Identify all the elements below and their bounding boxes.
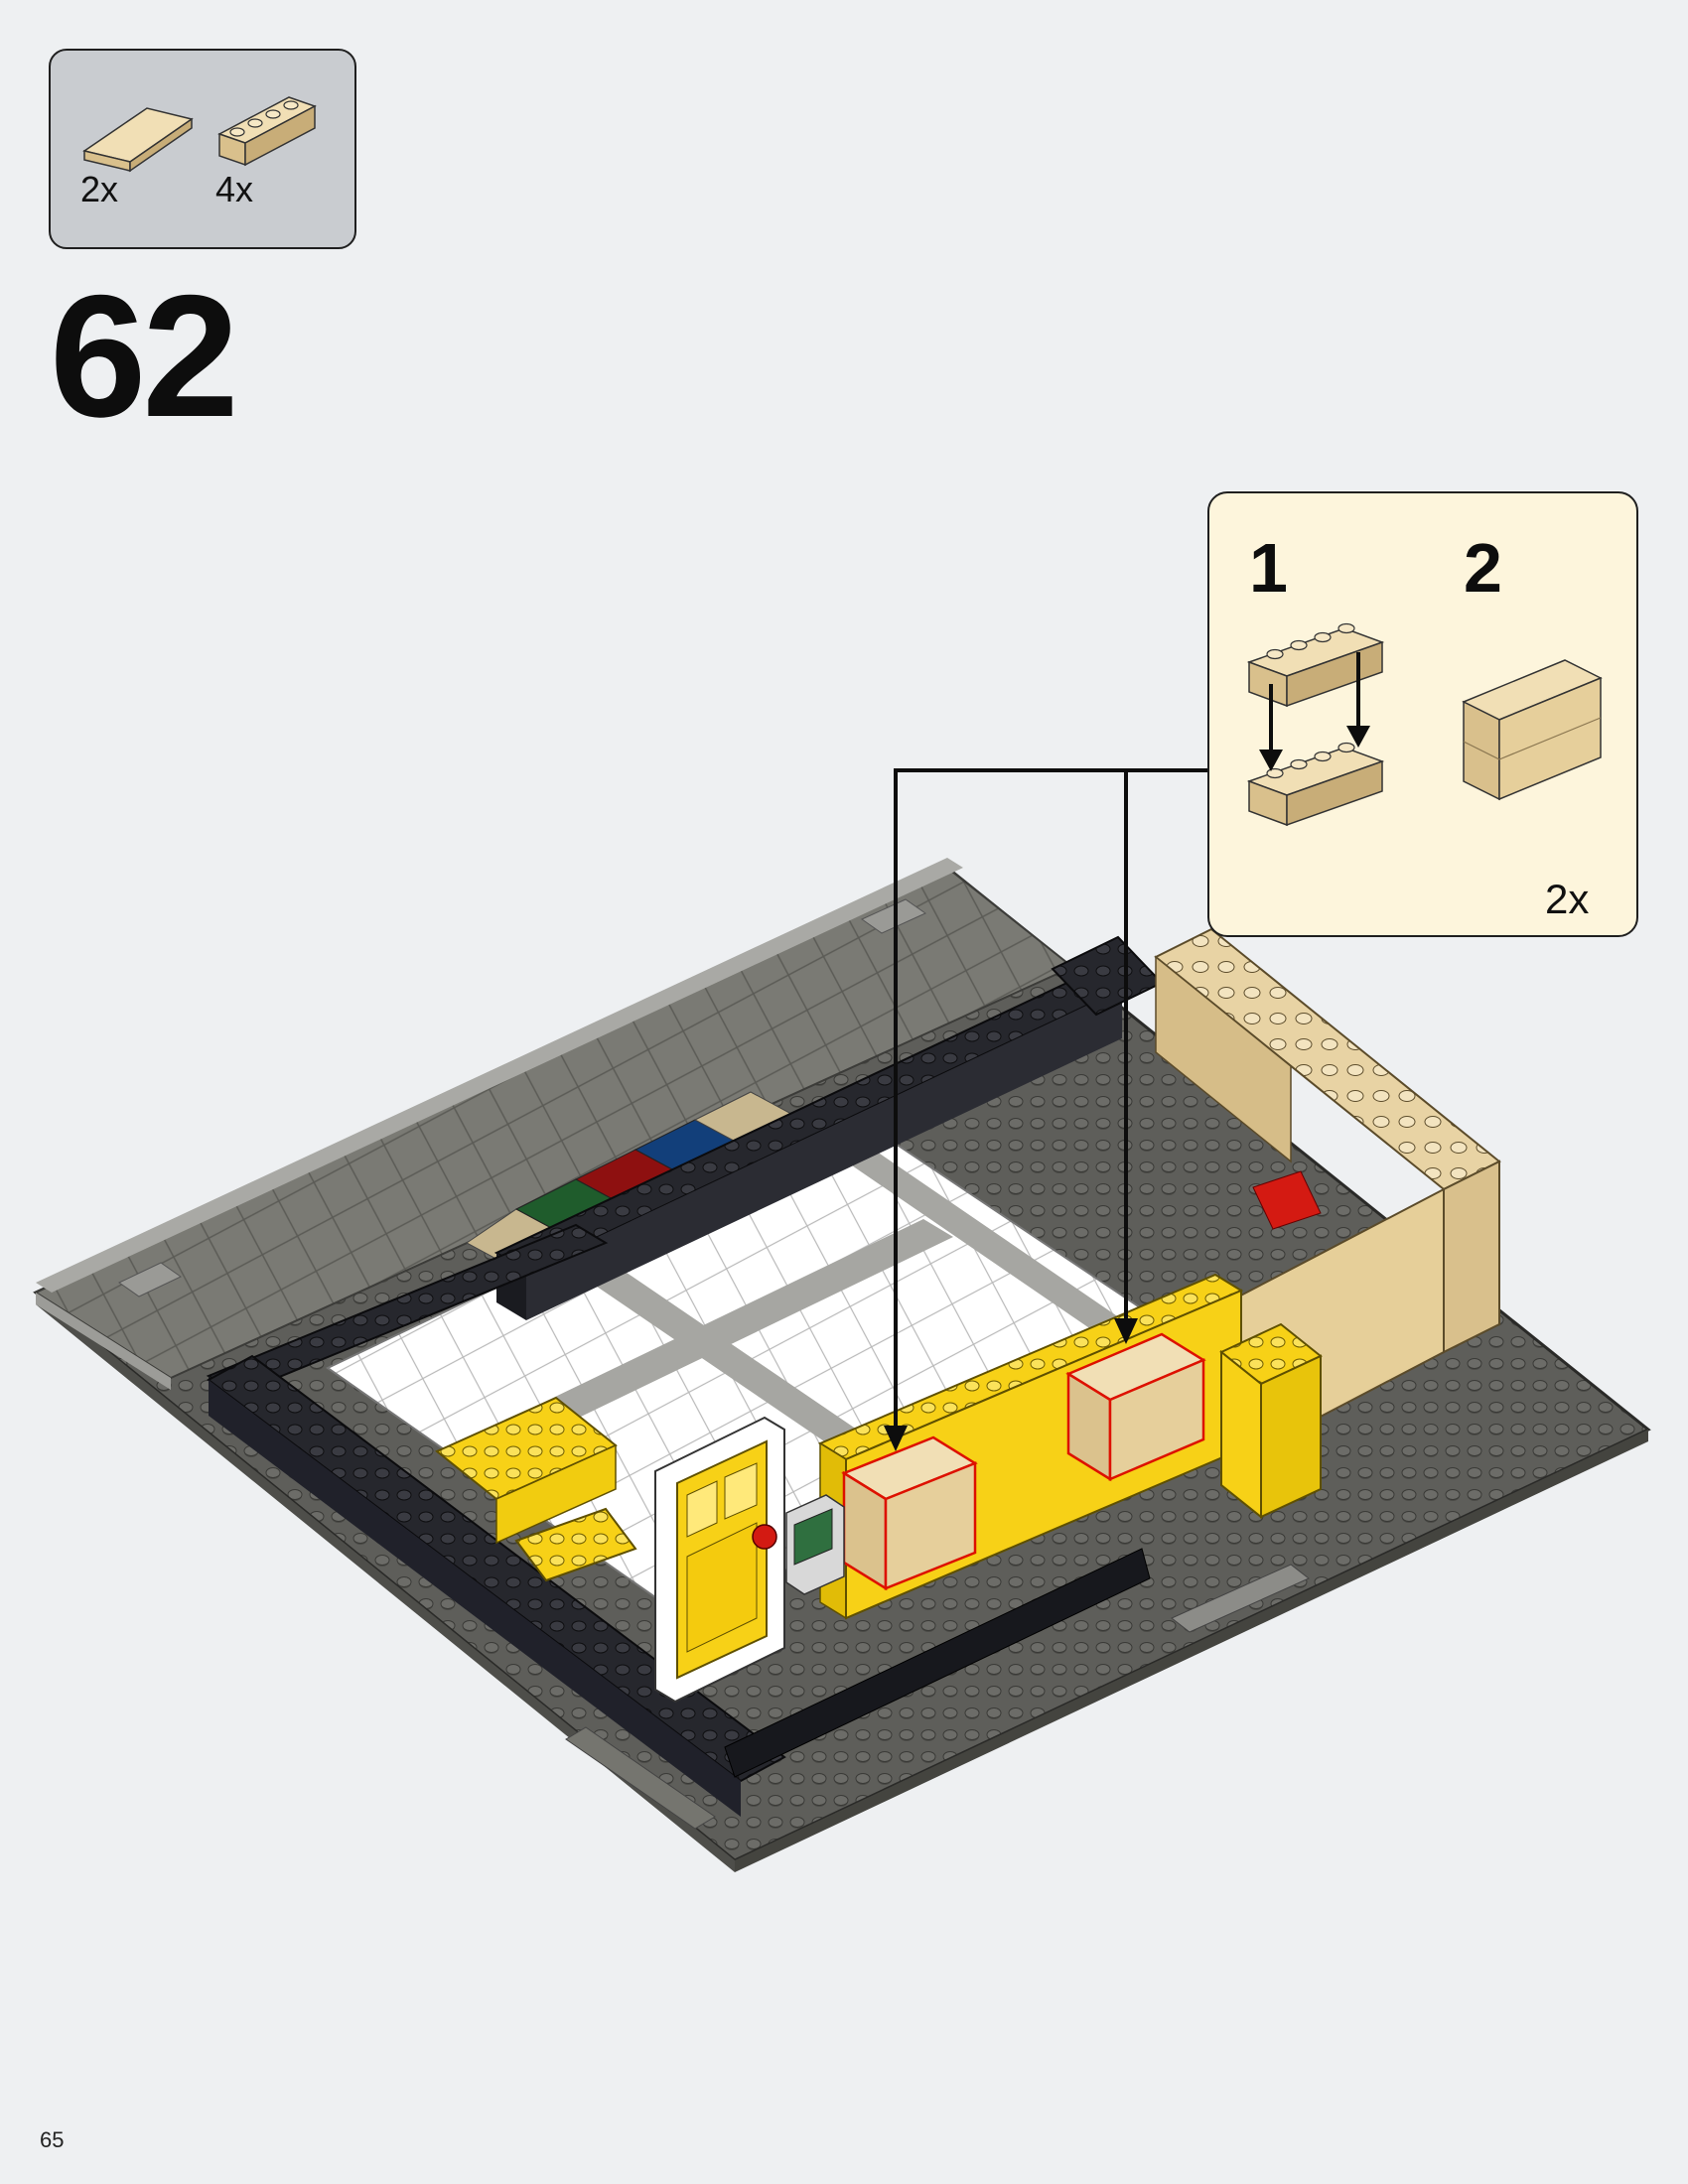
tile-1x4-tan-icon [82, 107, 194, 173]
sub-assembly-callout: 1 2 2x [1207, 491, 1638, 937]
sub-assembly-quantity: 2x [1545, 876, 1590, 922]
parts-callout: 2x 4x [49, 49, 356, 249]
sidewalk [33, 858, 1074, 1390]
part-quantity: 4x [215, 169, 254, 209]
console-machine [785, 1494, 845, 1595]
sub-step-number: 2 [1464, 529, 1502, 607]
new-tan-bricks [841, 1332, 1206, 1591]
sub-assembly-diagram [1246, 622, 1603, 827]
parts-icons [82, 96, 317, 173]
sub-step-number: 1 [1249, 529, 1288, 607]
brick-1x4-tan-icon [217, 96, 317, 167]
part-quantity: 2x [80, 169, 119, 209]
sub-step-2-assembled-bricks [1462, 659, 1603, 801]
black-walls [206, 935, 1164, 1817]
assembly-arrows [884, 768, 1207, 1451]
door [654, 1416, 785, 1704]
step-number: 62 [50, 260, 239, 454]
page-number: 65 [40, 2127, 65, 2152]
sub-step-1-arrows [1259, 652, 1370, 771]
grille-details [118, 898, 1310, 1830]
